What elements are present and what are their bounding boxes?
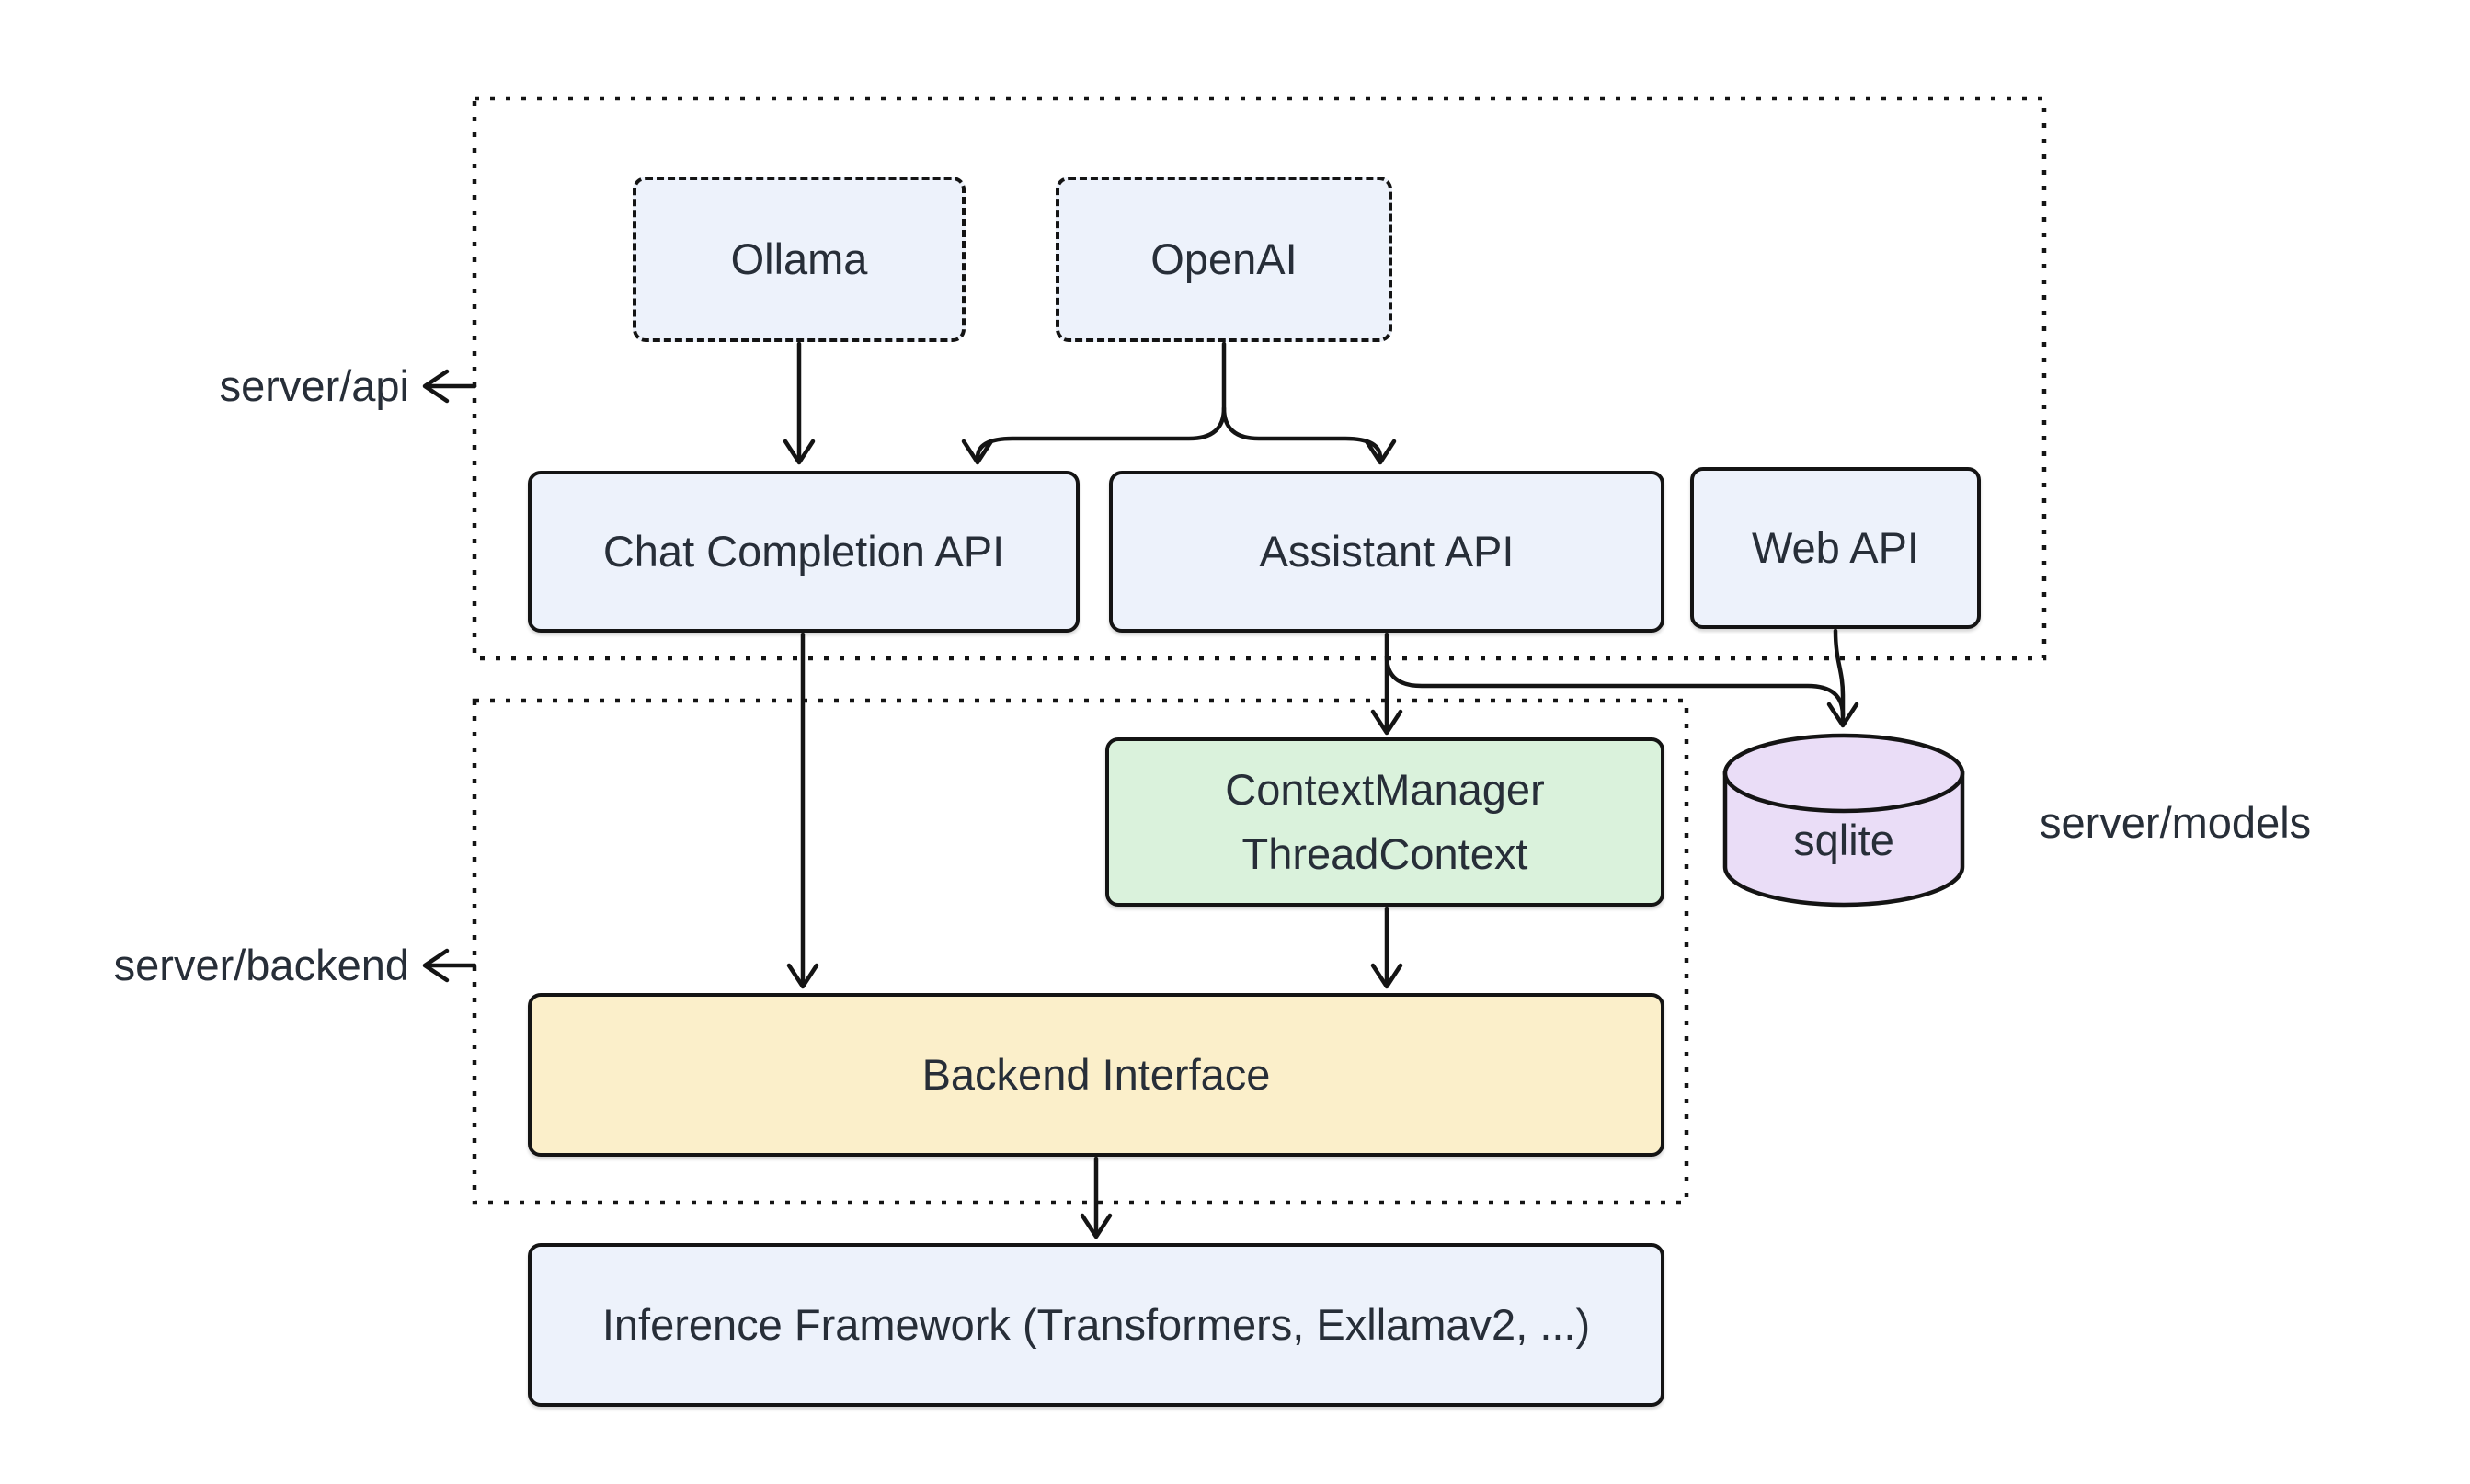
server-api-group-outline — [472, 96, 2047, 661]
node-openai: OpenAI — [1056, 177, 1392, 342]
node-sqlite-label: sqlite — [1793, 815, 1894, 864]
label-server-api: server/api — [219, 361, 409, 410]
arrowhead-icon — [783, 439, 816, 465]
edge-assistant-sqlite — [1384, 654, 1846, 718]
arrowhead-icon — [1080, 1213, 1113, 1239]
node-ollama-label: Ollama — [730, 234, 868, 283]
arrowhead-icon — [1364, 439, 1397, 465]
node-assistant-api-label: Assistant API — [1259, 527, 1515, 576]
database-cylinder-top-icon — [1722, 733, 1965, 814]
node-inference-framework: Inference Framework (Transformers, Exlla… — [528, 1243, 1664, 1407]
arrowhead-icon — [1826, 702, 1859, 728]
node-web-api-label: Web API — [1751, 523, 1919, 572]
edge-openai-chatcompletion — [975, 341, 1227, 461]
node-context-manager-line1: ContextManager — [1225, 765, 1545, 814]
edge-openai-assistant — [1221, 405, 1383, 461]
node-chat-completion-api-label: Chat Completion API — [602, 527, 1005, 576]
label-server-models: server/models — [2040, 798, 2312, 847]
left-arrowhead-icon — [422, 948, 450, 983]
arrowhead-icon — [961, 439, 994, 465]
node-context-manager-line2: ThreadContext — [1241, 829, 1528, 878]
node-ollama: Ollama — [633, 177, 966, 342]
node-chat-completion-api: Chat Completion API — [528, 471, 1080, 633]
server-backend-group-outline — [472, 698, 1689, 1205]
node-assistant-api: Assistant API — [1109, 471, 1664, 633]
node-context-manager: ContextManager ThreadContext — [1105, 737, 1664, 907]
arrowhead-icon — [786, 963, 819, 989]
edge-web-sqlite — [1833, 628, 1846, 724]
node-inference-framework-label: Inference Framework (Transformers, Exlla… — [601, 1300, 1591, 1349]
arrowhead-icon — [1370, 963, 1403, 989]
label-server-backend: server/backend — [113, 941, 409, 989]
arrowhead-icon — [1370, 709, 1403, 736]
left-arrowhead-icon — [422, 369, 450, 404]
node-context-manager-labels: ContextManager ThreadContext — [1225, 758, 1544, 886]
node-openai-label: OpenAI — [1150, 234, 1298, 283]
node-backend-interface: Backend Interface — [528, 993, 1664, 1157]
node-backend-interface-label: Backend Interface — [921, 1050, 1271, 1099]
node-web-api: Web API — [1690, 467, 1981, 629]
